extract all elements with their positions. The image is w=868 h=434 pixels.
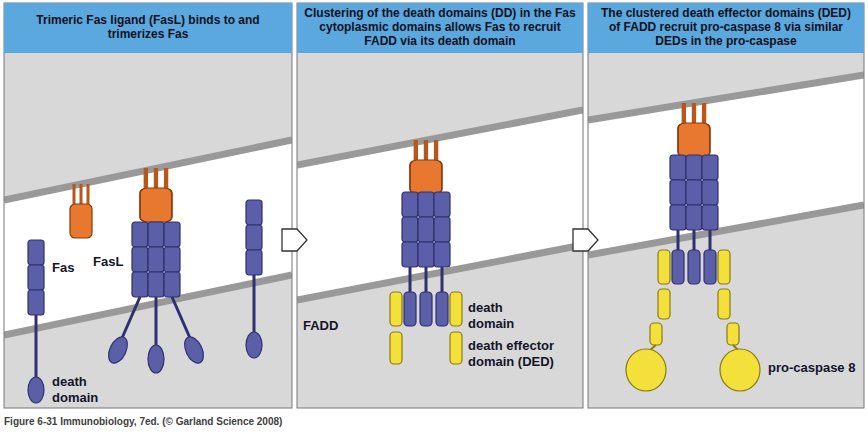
header-bar: Trimeric Fas ligand (FasL) binds to and …	[4, 3, 292, 53]
part-label: death domain	[468, 300, 528, 331]
fas-trimer	[670, 155, 718, 284]
part-label: FasL	[93, 254, 133, 270]
part-label: FADD	[303, 318, 353, 334]
fas-receptor	[246, 200, 262, 358]
fasl-trimer	[410, 140, 442, 194]
panel-border	[297, 3, 583, 408]
fas-receptor	[28, 240, 44, 403]
part-label: Fas	[52, 260, 92, 276]
panel-scene	[4, 3, 292, 408]
header-bar: Clustering of the death domains (DD) in …	[297, 3, 583, 53]
pro-caspase-8	[626, 323, 760, 391]
fasl-ligand	[70, 184, 92, 238]
panel-heading: The clustered death effector domains (DE…	[594, 7, 858, 48]
membrane	[297, 110, 583, 165]
fasl-trimer	[140, 168, 172, 222]
fadd-adaptor	[658, 250, 730, 319]
panel-border	[588, 3, 864, 408]
panel-heading: Clustering of the death domains (DD) in …	[303, 7, 577, 48]
step-arrow	[573, 229, 598, 251]
fas-trimer	[402, 192, 450, 326]
cell-cytoplasm	[297, 3, 583, 165]
panel-scene	[588, 3, 864, 408]
figure-caption: Figure 6-31 Immunobiology, 7ed. (© Garla…	[4, 416, 282, 427]
fasl-trimer	[678, 103, 710, 157]
step-arrow	[282, 229, 307, 251]
panel-scene	[297, 3, 583, 408]
panel: Trimeric Fas ligand (FasL) binds to and …	[4, 3, 292, 408]
fas-trimer	[105, 222, 207, 373]
membrane	[588, 75, 864, 120]
cell-cytoplasm	[4, 3, 292, 200]
part-label: pro-caspase 8	[768, 360, 864, 376]
fadd-adaptor	[390, 292, 462, 364]
cell-cytoplasm	[588, 205, 864, 408]
header-bar: The clustered death effector domains (DE…	[588, 3, 864, 53]
panel: The clustered death effector domains (DE…	[588, 3, 864, 408]
part-label: death effector domain (DED)	[468, 338, 583, 369]
membrane	[588, 205, 864, 255]
cell-cytoplasm	[297, 245, 583, 408]
panel-border	[4, 3, 292, 408]
part-label: death domain	[52, 374, 112, 405]
panel-heading: Trimeric Fas ligand (FasL) binds to and …	[10, 14, 286, 42]
cell-cytoplasm	[588, 3, 864, 120]
